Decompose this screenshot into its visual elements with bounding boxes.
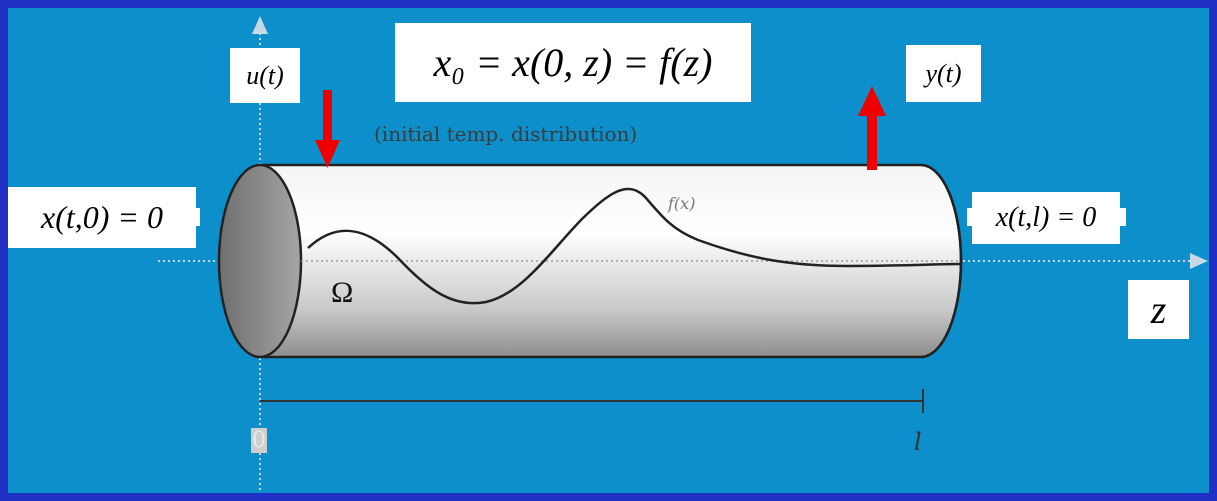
left-boundary-label: x(t,0) = 0 bbox=[8, 187, 196, 248]
initial-condition-text: x₀ = x(0, z) = f(z) bbox=[433, 40, 713, 85]
initial-condition-label: x₀ = x(0, z) = f(z) bbox=[395, 23, 751, 102]
output-arrow bbox=[858, 86, 886, 170]
cylinder-left-cap bbox=[217, 163, 303, 359]
input-label-text: u(t) bbox=[246, 60, 284, 90]
horizontal-axis-arrowhead bbox=[1190, 253, 1208, 269]
axis-label: z bbox=[1128, 280, 1189, 339]
initial-distribution-curve bbox=[307, 187, 961, 305]
right-end-tick bbox=[967, 208, 973, 226]
right-label-tick bbox=[1120, 208, 1126, 226]
input-label: u(t) bbox=[230, 48, 300, 103]
length-label: l bbox=[914, 428, 922, 456]
right-boundary-label: x(t,l) = 0 bbox=[972, 192, 1120, 244]
domain-symbol: Ω bbox=[331, 276, 354, 309]
initial-distribution-caption: (initial temp. distribution) bbox=[374, 122, 638, 146]
vertical-axis-arrowhead bbox=[252, 16, 268, 34]
diagram-panel: u(t) x₀ = x(0, z) = f(z) y(t) x(t,0) = 0… bbox=[8, 8, 1209, 493]
origin-label: 0 bbox=[251, 428, 267, 453]
right-boundary-text: x(t,l) = 0 bbox=[995, 202, 1097, 233]
rod-diagram bbox=[158, 16, 1208, 493]
output-label-text: y(t) bbox=[925, 58, 962, 88]
left-boundary-text: x(t,0) = 0 bbox=[41, 199, 163, 235]
axis-label-text: z bbox=[1150, 287, 1167, 332]
left-cap-tick bbox=[194, 208, 200, 226]
curve-label: f(x) bbox=[668, 194, 696, 213]
cylinder-right-edge bbox=[920, 163, 963, 359]
input-arrow bbox=[315, 90, 340, 168]
output-label: y(t) bbox=[906, 45, 981, 102]
